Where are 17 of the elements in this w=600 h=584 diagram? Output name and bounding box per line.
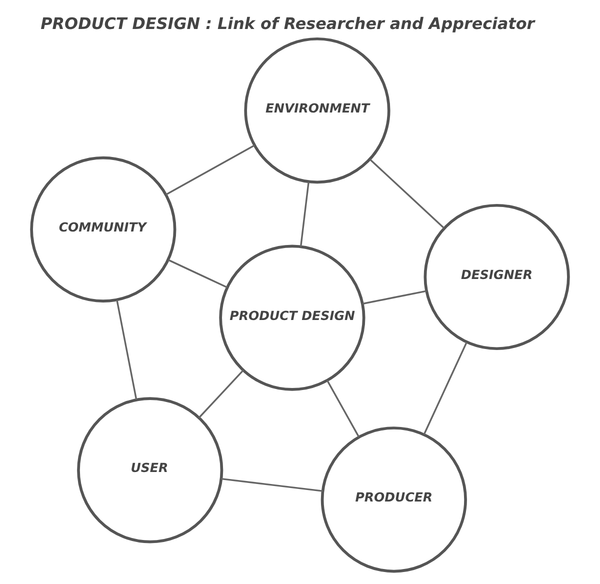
node-circle: PRODUCER <box>320 426 467 573</box>
node-circle: COMMUNITY <box>30 156 176 303</box>
node-circle: ENVIRONMENT <box>244 37 390 184</box>
node-circle: USER <box>77 397 224 544</box>
connector <box>300 182 310 247</box>
connector <box>116 300 138 400</box>
node-circle: PRODUCT DESIGN <box>219 244 366 391</box>
connector <box>166 144 255 196</box>
connector <box>370 158 444 229</box>
connector <box>221 478 323 492</box>
connector <box>326 380 360 438</box>
connector <box>168 259 228 288</box>
connector <box>423 342 468 435</box>
connector <box>198 370 244 418</box>
diagram-title: PRODUCT DESIGN : Link of Researcher and Appreciator <box>40 14 535 33</box>
connector <box>362 290 426 305</box>
node-circle: DESIGNER <box>424 204 570 350</box>
